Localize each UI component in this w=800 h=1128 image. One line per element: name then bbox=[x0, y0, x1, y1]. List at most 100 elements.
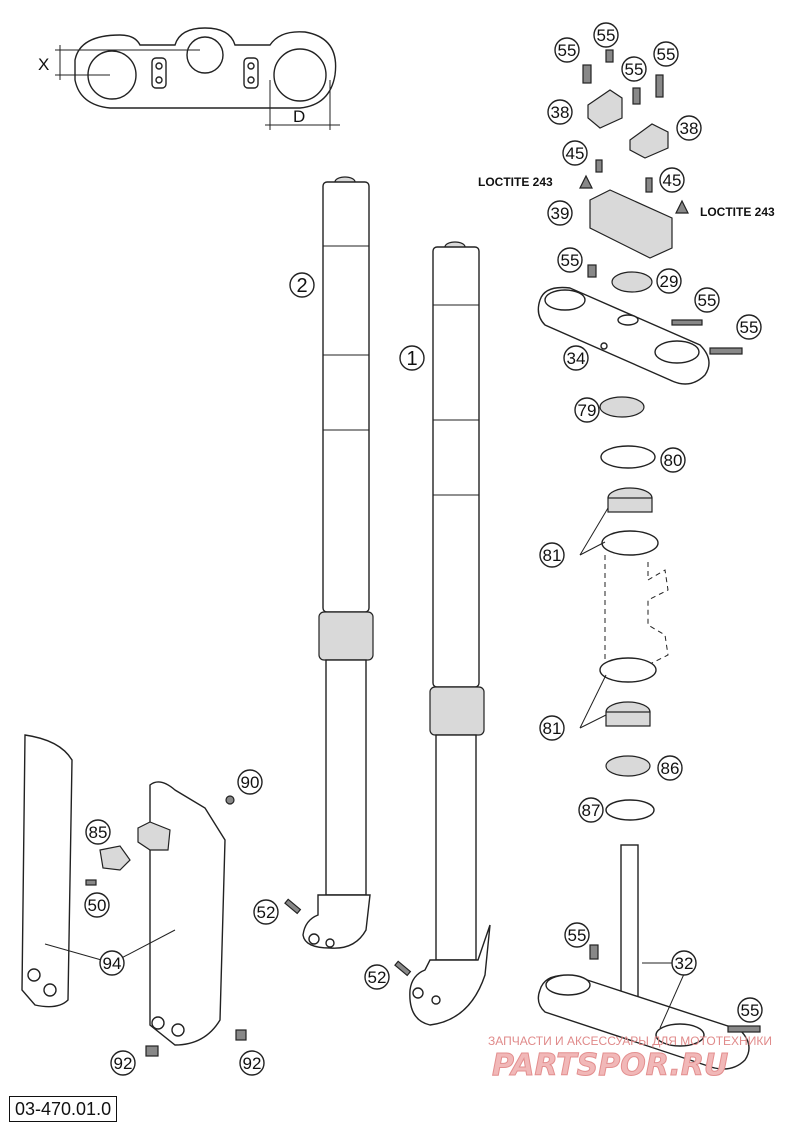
callout-55-b: 55 bbox=[593, 22, 619, 48]
callout-86: 86 bbox=[657, 755, 683, 781]
bolt-52-upper bbox=[284, 898, 302, 915]
clamp-base-39 bbox=[589, 189, 673, 259]
callout-1: 1 bbox=[399, 345, 425, 371]
callout-55-g: 55 bbox=[736, 314, 762, 340]
callout-38-b: 38 bbox=[676, 115, 702, 141]
svg-text:81: 81 bbox=[543, 546, 562, 565]
svg-text:38: 38 bbox=[551, 103, 570, 122]
bolt-55-pinch-lower bbox=[709, 347, 743, 355]
callout-39: 39 bbox=[547, 200, 573, 226]
svg-text:92: 92 bbox=[114, 1054, 133, 1073]
bolt-55-lower-pinch bbox=[727, 1025, 761, 1033]
svg-text:45: 45 bbox=[566, 144, 585, 163]
nut-90 bbox=[225, 795, 235, 805]
guard-clamp-85 bbox=[99, 821, 171, 871]
svg-text:52: 52 bbox=[257, 903, 276, 922]
seal-86 bbox=[605, 755, 651, 777]
callout-55-f: 55 bbox=[694, 287, 720, 313]
svg-text:92: 92 bbox=[243, 1054, 262, 1073]
svg-text:29: 29 bbox=[660, 272, 679, 291]
svg-text:90: 90 bbox=[241, 773, 260, 792]
svg-text:87: 87 bbox=[582, 801, 601, 820]
svg-text:52: 52 bbox=[368, 968, 387, 987]
callout-92-a: 92 bbox=[110, 1050, 136, 1076]
svg-text:79: 79 bbox=[578, 401, 597, 420]
screw-45-right bbox=[645, 177, 653, 193]
callout-38-a: 38 bbox=[547, 99, 573, 125]
dimension-x-label: X bbox=[38, 55, 49, 74]
callout-34: 34 bbox=[563, 345, 589, 371]
callout-55-e: 55 bbox=[557, 247, 583, 273]
bearing-81-upper bbox=[601, 487, 659, 556]
callout-52-a: 52 bbox=[253, 899, 279, 925]
loctite-note-left: LOCTITE 243 bbox=[478, 175, 553, 189]
handlebar-clamp-38-right bbox=[629, 123, 669, 159]
bolt-55-pinch-upper bbox=[671, 319, 703, 326]
callout-2: 2 bbox=[289, 272, 315, 298]
callout-55-a: 55 bbox=[554, 37, 580, 63]
nut-29 bbox=[611, 271, 653, 293]
svg-text:55: 55 bbox=[740, 318, 759, 337]
o-ring-87 bbox=[605, 799, 655, 821]
svg-text:81: 81 bbox=[543, 719, 562, 738]
fork-guard-left bbox=[21, 734, 73, 1008]
callout-81-b: 81 bbox=[539, 715, 565, 741]
callout-55-c: 55 bbox=[621, 56, 647, 82]
loctite-drop-right bbox=[675, 199, 689, 214]
fork-guard-right bbox=[149, 781, 226, 1046]
handlebar-clamp-38-left bbox=[587, 89, 623, 129]
svg-text:34: 34 bbox=[567, 349, 586, 368]
svg-text:55: 55 bbox=[568, 926, 587, 945]
callout-45-a: 45 bbox=[562, 140, 588, 166]
fork-leg-1 bbox=[409, 241, 491, 1026]
callout-80: 80 bbox=[660, 447, 686, 473]
callout-55-h: 55 bbox=[564, 922, 590, 948]
svg-text:32: 32 bbox=[675, 954, 694, 973]
svg-text:80: 80 bbox=[664, 451, 683, 470]
svg-text:55: 55 bbox=[561, 251, 580, 270]
svg-text:39: 39 bbox=[551, 204, 570, 223]
bolt-52-lower bbox=[394, 960, 412, 977]
callout-87: 87 bbox=[578, 797, 604, 823]
lower-triple-clamp-32 bbox=[537, 844, 750, 1070]
screw-92-right bbox=[235, 1029, 247, 1041]
callout-55-i: 55 bbox=[737, 997, 763, 1023]
callout-52-b: 52 bbox=[364, 964, 390, 990]
loctite-note-right: LOCTITE 243 bbox=[700, 205, 775, 219]
callout-94: 94 bbox=[99, 950, 125, 976]
svg-text:86: 86 bbox=[661, 759, 680, 778]
callout-32: 32 bbox=[671, 950, 697, 976]
svg-text:38: 38 bbox=[680, 119, 699, 138]
svg-text:85: 85 bbox=[89, 823, 108, 842]
screw-45-left bbox=[595, 159, 603, 173]
svg-text:55: 55 bbox=[597, 26, 616, 45]
svg-text:55: 55 bbox=[741, 1001, 760, 1020]
callout-55-d: 55 bbox=[653, 41, 679, 67]
bolt-55-clamp-top bbox=[587, 264, 597, 278]
callout-50: 50 bbox=[84, 892, 110, 918]
callout-90: 90 bbox=[237, 769, 263, 795]
svg-text:94: 94 bbox=[103, 954, 122, 973]
svg-text:55: 55 bbox=[698, 291, 717, 310]
steering-head-outline bbox=[604, 555, 669, 670]
bolt-55-set-top bbox=[582, 49, 664, 105]
callout-81-a: 81 bbox=[539, 542, 565, 568]
bolt-55-lower-clamp bbox=[589, 944, 599, 960]
upper-triple-clamp-34 bbox=[537, 286, 710, 385]
callout-92-b: 92 bbox=[239, 1050, 265, 1076]
callout-85: 85 bbox=[85, 819, 111, 845]
callout-29: 29 bbox=[656, 268, 682, 294]
screw-50 bbox=[85, 879, 97, 886]
loctite-drop-left bbox=[579, 174, 593, 189]
watermark-tagline: ЗАПЧАСТИ И АКСЕССУАРЫ ДЛЯ МОТОТЕХНИКИ bbox=[488, 1034, 772, 1048]
watermark-logo: PARTSPOR.RU bbox=[492, 1048, 728, 1083]
drawing-reference-number: 03-470.01.0 bbox=[9, 1096, 118, 1122]
screw-92-left bbox=[145, 1045, 159, 1057]
svg-text:55: 55 bbox=[558, 41, 577, 60]
triple-clamp-dimension-sketch bbox=[55, 27, 340, 130]
svg-text:55: 55 bbox=[657, 45, 676, 64]
callout-45-b: 45 bbox=[659, 167, 685, 193]
o-ring-80 bbox=[600, 445, 656, 469]
svg-text:55: 55 bbox=[625, 60, 644, 79]
